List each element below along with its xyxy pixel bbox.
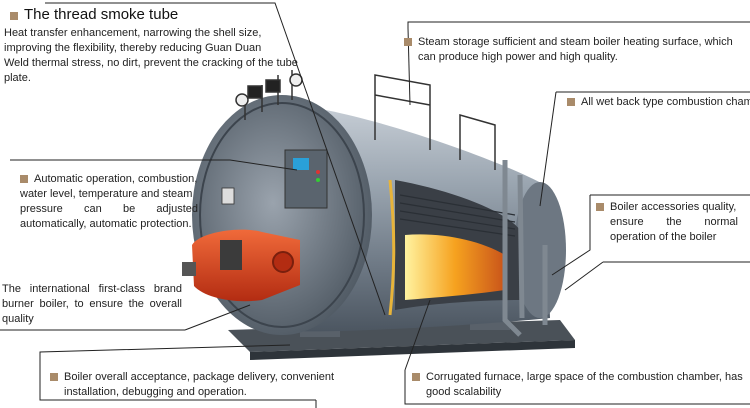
callout-burner: The international first-class brand burn… — [2, 282, 182, 327]
side-piping — [502, 160, 548, 337]
top-fittings — [235, 70, 496, 170]
bullet-marker — [20, 175, 28, 183]
callout-line: improving the flexibility, thereby reduc… — [4, 42, 262, 54]
control-panel — [221, 149, 328, 209]
callout-line: Steam storage sufficient and steam boile… — [418, 36, 733, 48]
callout-line: Automatic operation, combustion, — [34, 173, 198, 185]
bullet-marker — [50, 373, 58, 381]
callout-steam-storage: Steam storage sufficient and steam boile… — [404, 35, 749, 65]
callout-line: quality — [2, 313, 34, 325]
callout-automatic-operation: Automatic operation, combustion, water l… — [20, 172, 198, 232]
callout-accessories-quality: Boiler accessories quality, ensure the n… — [596, 200, 738, 245]
callout-line: burner boiler, to ensure the overall — [2, 298, 182, 310]
callout-line: The international first-class brand — [2, 283, 182, 295]
callout-acceptance: Boiler overall acceptance, package deliv… — [50, 370, 350, 400]
callout-line: water level, temperature and steam — [20, 188, 193, 200]
callout-line: good scalability — [426, 386, 502, 398]
bullet-marker — [404, 38, 412, 46]
callout-line: Heat transfer enhancement, narrowing the… — [4, 27, 262, 39]
callout-line: plate. — [4, 72, 31, 84]
callout-line: automatically, automatic protection. — [20, 218, 192, 230]
callout-thread-smoke-tube: The thread smoke tube Heat transfer enha… — [4, 6, 310, 86]
callout-line: pressure can be adjusted — [20, 203, 198, 215]
callout-corrugated-furnace: Corrugated furnace, large space of the c… — [412, 370, 748, 400]
callout-line: operation of the boiler — [610, 231, 717, 243]
callout-line: All wet back type combustion chamb — [581, 96, 750, 108]
callout-line: Weld thermal stress, no dirt, prevent th… — [4, 57, 298, 69]
callout-line: can produce high power and high quality. — [418, 51, 618, 63]
callout-line: Boiler accessories quality, — [610, 201, 737, 213]
bullet-marker — [567, 98, 575, 106]
callout-title: The thread smoke tube — [24, 6, 179, 23]
bullet-marker — [10, 12, 18, 20]
bullet-marker — [596, 203, 604, 211]
bullet-marker — [412, 373, 420, 381]
callout-line: Corrugated furnace, large space of the c… — [426, 371, 743, 383]
burner — [182, 229, 300, 302]
callout-line: installation, debugging and operation. — [64, 386, 247, 398]
callout-line: Boiler overall acceptance, package deliv… — [64, 371, 335, 383]
callout-line: ensure the normal — [610, 216, 738, 228]
callout-wet-back: All wet back type combustion chamb — [567, 95, 750, 110]
